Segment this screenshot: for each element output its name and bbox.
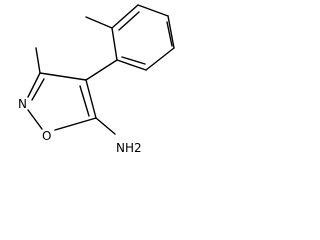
bond-ar-c4-c5 — [167, 15, 175, 49]
bond-c4-c5-outer — [85, 79, 97, 119]
bond-ar-methyl — [85, 16, 113, 29]
atom-label-o: O — [42, 129, 51, 143]
bond-ar-c5-c6 — [145, 47, 175, 71]
bond-ar-inner-3 — [121, 56, 146, 65]
bond-ar-c3-c4 — [137, 4, 169, 17]
bond-ar-c1-c2 — [111, 27, 118, 61]
bond-methyl-c3 — [35, 47, 41, 74]
bond-c5-nh2 — [95, 117, 116, 135]
bond-ar-c2-c3 — [111, 4, 139, 29]
bond-ar-inner-2 — [166, 21, 173, 47]
atom-label-nh2: NH2 — [116, 141, 142, 155]
bond-c3-n-inner — [31, 78, 45, 101]
bond-c3-n-outer — [27, 72, 41, 98]
bond-ar-c6-c1 — [116, 59, 147, 71]
bond-c4-c5-inner — [79, 85, 90, 117]
chemical-structure-diagram: N O NH2 — [18, 4, 175, 155]
bond-ar-inner-1 — [118, 11, 140, 31]
atom-label-n: N — [18, 97, 27, 111]
bond-c4-aryl — [85, 59, 118, 81]
bond-c3-c4 — [39, 72, 87, 81]
bond-n-o — [27, 109, 43, 130]
bond-o-c5 — [54, 117, 97, 131]
